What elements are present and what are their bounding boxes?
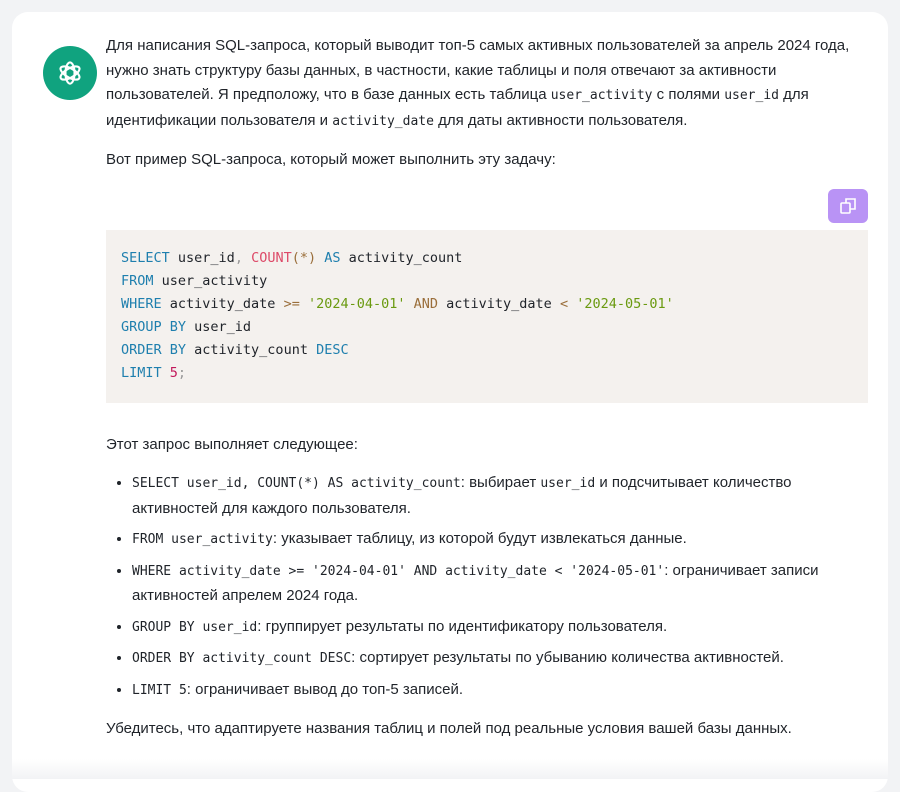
- text: с полями: [652, 86, 725, 103]
- code-line: WHERE activity_date >= '2024-04-01' AND …: [121, 295, 674, 312]
- assistant-message-card: Для написания SQL-запроса, который вывод…: [12, 12, 888, 792]
- inline-code: user_id: [724, 88, 779, 103]
- copy-code-button[interactable]: [828, 188, 868, 223]
- code-line: FROM user_activity: [121, 272, 268, 289]
- list-item: FROM user_activity: указывает таблицу, и…: [132, 527, 868, 553]
- explanation-list: SELECT user_id, COUNT(*) AS activity_cou…: [106, 471, 868, 703]
- list-item: ORDER BY activity_count DESC: сортирует …: [132, 646, 868, 672]
- list-item: WHERE activity_date >= '2024-04-01' AND …: [132, 559, 868, 609]
- openai-logo-icon: [59, 61, 81, 85]
- code-line: ORDER BY activity_count DESC: [121, 341, 349, 358]
- list-item: LIMIT 5: ограничивает вывод до топ-5 зап…: [132, 678, 868, 704]
- code-line: LIMIT 5;: [121, 364, 187, 381]
- list-item: SELECT user_id, COUNT(*) AS activity_cou…: [132, 471, 868, 521]
- text: для идентификации пользователя и: [106, 86, 809, 129]
- explain-title: Этот запрос выполняет следующее:: [106, 435, 358, 453]
- sql-code-block[interactable]: SELECT user_id, COUNT(*) AS activity_cou…: [106, 229, 868, 403]
- bottom-fade: [0, 759, 900, 779]
- inline-code: user_activity: [550, 88, 653, 103]
- code-line: GROUP BY user_id: [121, 318, 252, 335]
- list-item: GROUP BY user_id: группирует результаты …: [132, 615, 868, 641]
- message-content: Для написания SQL-запроса, который вывод…: [106, 34, 868, 756]
- example-intro: Вот пример SQL-запроса, который может вы…: [106, 151, 556, 168]
- code-toolbar: [106, 188, 868, 225]
- text: для даты активности пользователя.: [433, 111, 688, 129]
- text: Для написания SQL-запроса, который вывод…: [106, 37, 850, 103]
- copy-icon: [840, 197, 856, 214]
- code-line: SELECT user_id, COUNT(*) AS activity_cou…: [121, 249, 463, 266]
- outro-paragraph: Убедитесь, что адаптируете названия табл…: [106, 720, 792, 737]
- openai-logo-avatar: [43, 46, 97, 100]
- inline-code: activity_date: [332, 113, 434, 129]
- intro-paragraph: Для написания SQL-запроса, который вывод…: [106, 34, 868, 134]
